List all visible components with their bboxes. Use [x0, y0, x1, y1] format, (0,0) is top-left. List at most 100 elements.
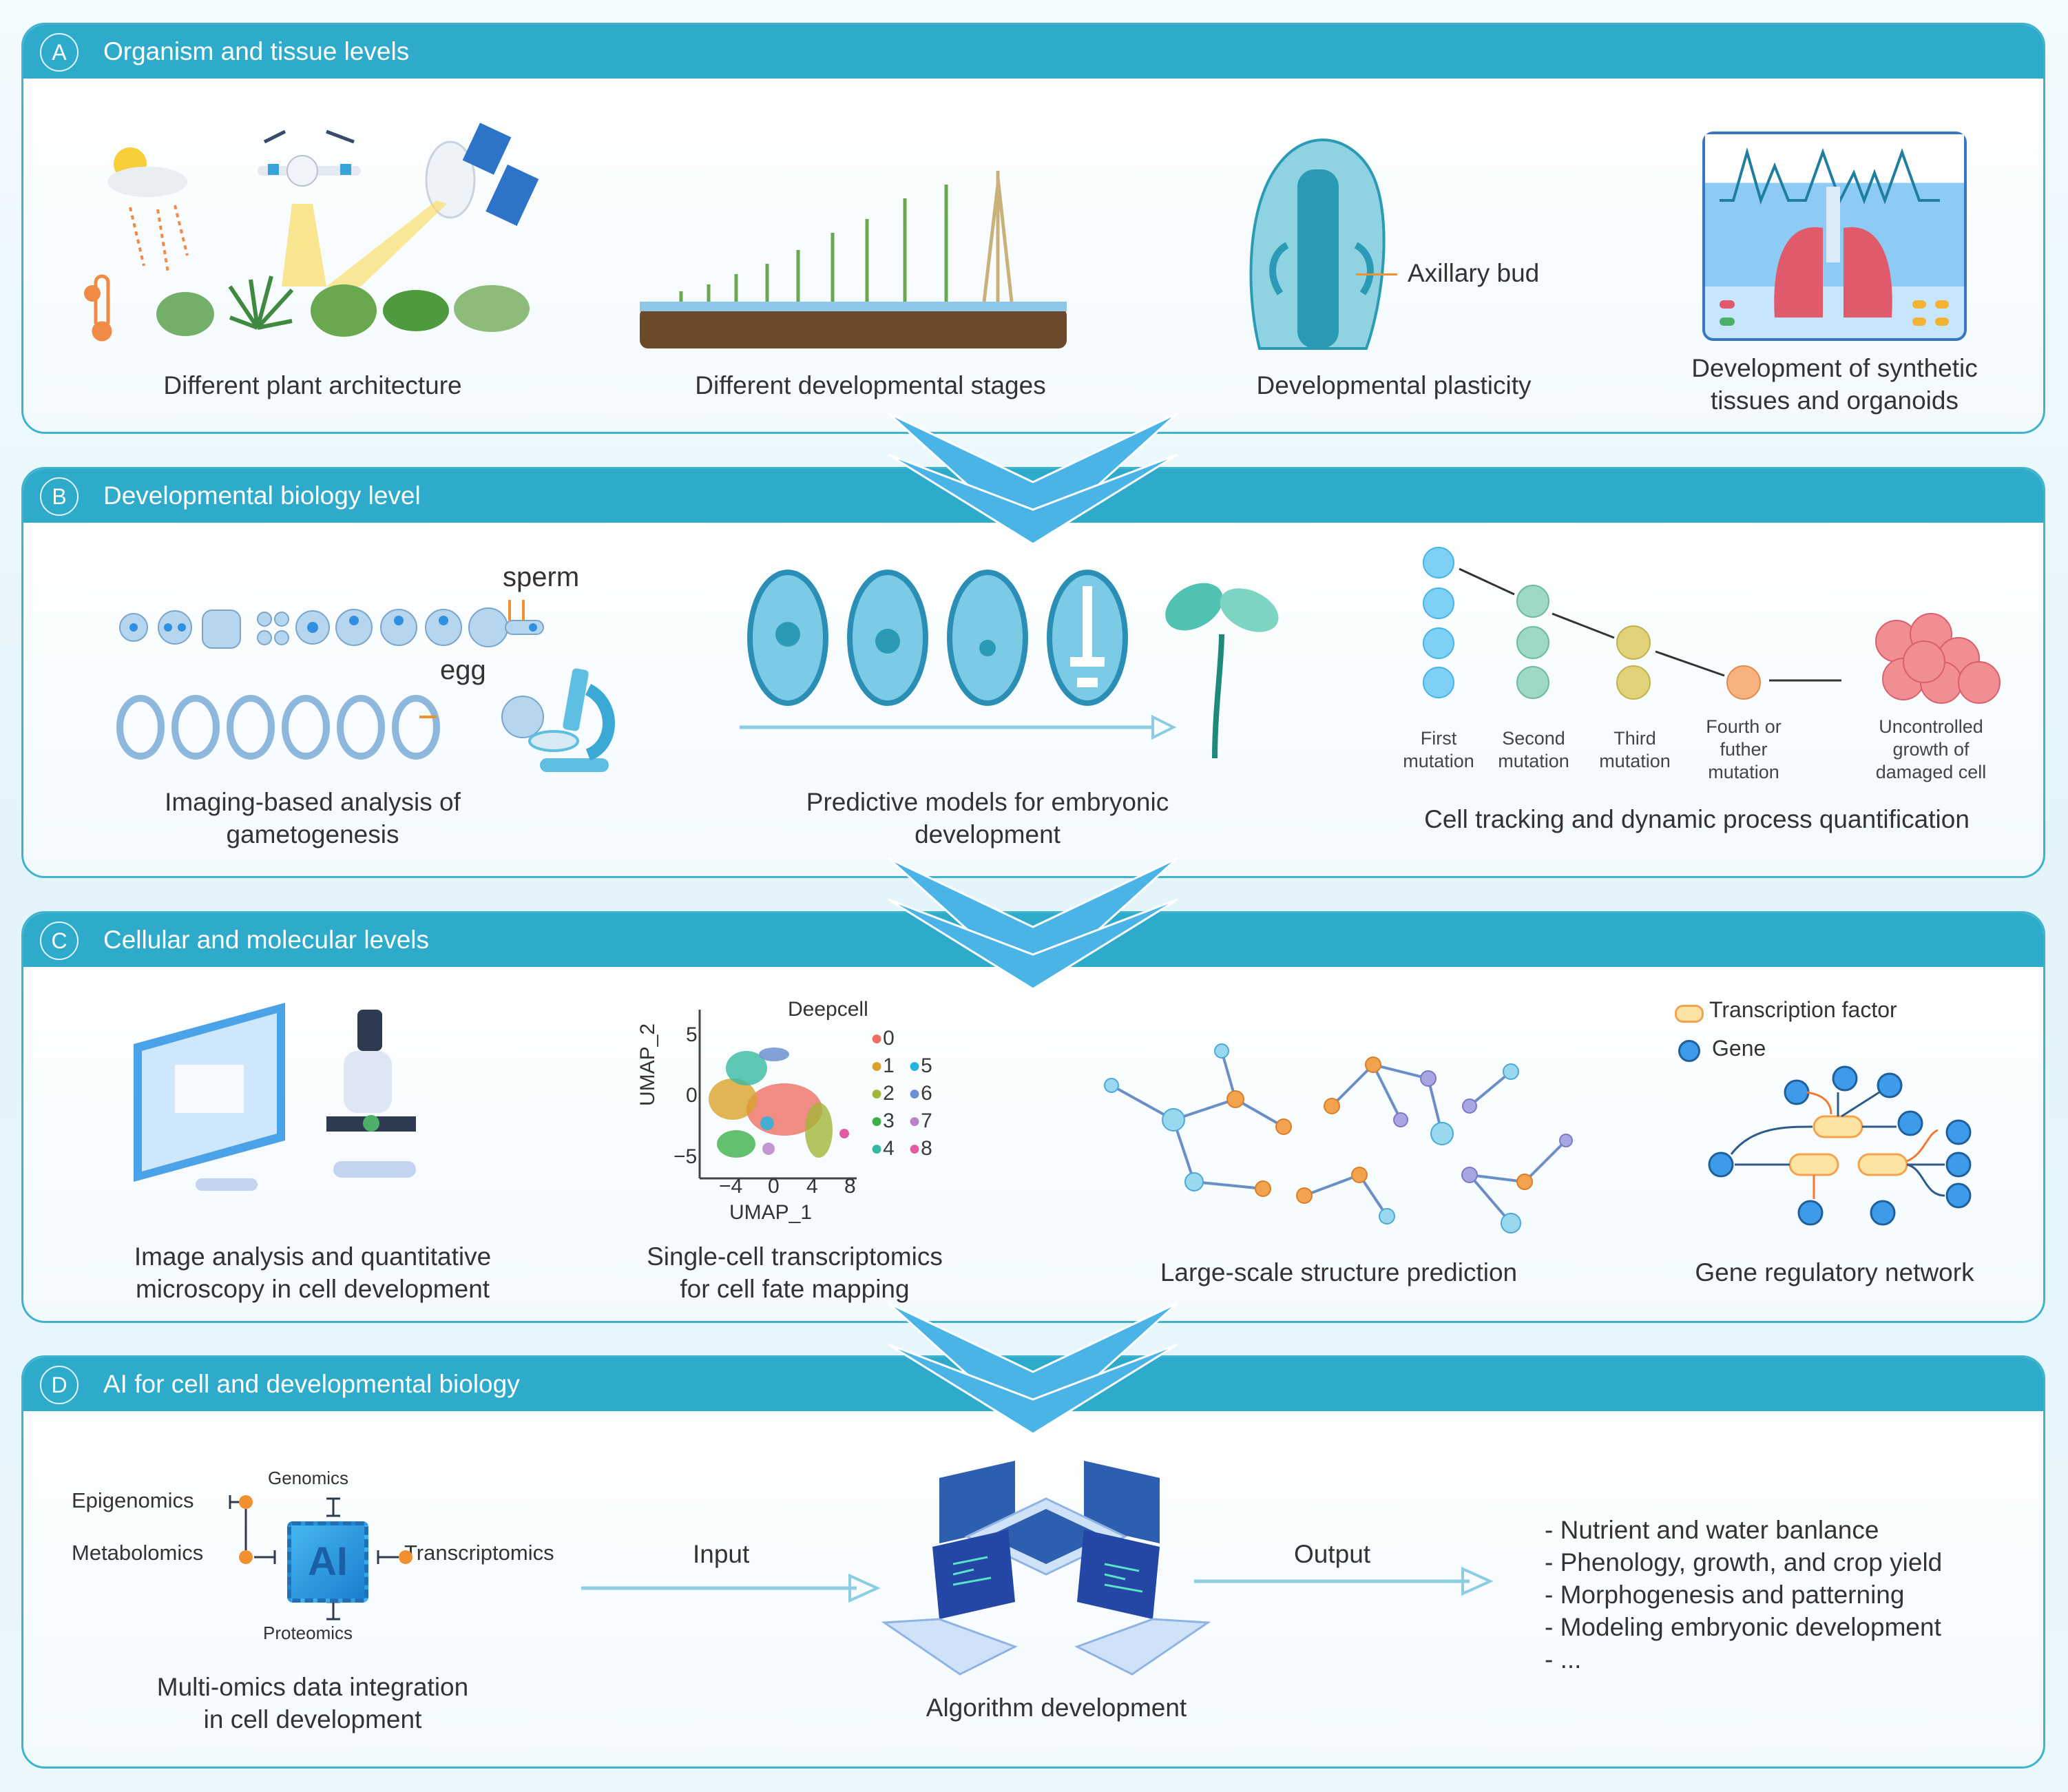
- legend-label: 0: [883, 1027, 895, 1050]
- output-item: - Morphogenesis and patterning: [1545, 1581, 1905, 1609]
- stage-label-line: growth of: [1892, 739, 1970, 760]
- stage-third-mutation: Third mutation: [1587, 727, 1683, 773]
- panel-badge: B: [40, 477, 79, 516]
- legend-label: 6: [921, 1082, 932, 1105]
- legend-label: 5: [921, 1054, 932, 1077]
- panel-title: Organism and tissue levels: [103, 37, 410, 65]
- x-tick-4: 4: [806, 1175, 818, 1198]
- caption-embryo-prediction: Predictive models for embryonic developm…: [753, 786, 1222, 851]
- caption-line-2: microscopy in cell development: [135, 1275, 490, 1303]
- caption-single-cell: Single-cell transcriptomics for cell fat…: [574, 1240, 1015, 1305]
- stage-label-line: First: [1420, 728, 1457, 749]
- caption-line-2: tissues and organoids: [1711, 386, 1959, 415]
- caption-image-analysis: Image analysis and quantitative microsco…: [79, 1240, 547, 1305]
- ai-chip-label: AI: [308, 1539, 348, 1584]
- x-tick-neg4: −4: [719, 1175, 743, 1198]
- developmental-plasticity-illustration: [1249, 138, 1386, 350]
- omics-connectors: [229, 1495, 412, 1621]
- caption-algorithm-development: Algorithm development: [926, 1694, 1187, 1722]
- proteomics-label: Proteomics: [263, 1623, 353, 1643]
- legend-item: ●8: [908, 1137, 932, 1160]
- caption-gene-regulatory-network: Gene regulatory network: [1695, 1258, 1974, 1286]
- plants-row-icon: [156, 275, 530, 337]
- transcriptomics-label: Transcriptomics: [404, 1541, 554, 1565]
- stage-fourth-mutation: Fourth or futher mutation: [1695, 716, 1792, 784]
- stage-second-mutation: Second mutation: [1485, 727, 1582, 773]
- legend-label: 2: [883, 1082, 895, 1105]
- caption-line-1: Single-cell transcriptomics: [647, 1242, 943, 1271]
- y-tick-neg5: −5: [673, 1145, 698, 1168]
- chart-title: Deepcell: [788, 998, 868, 1021]
- stage-label-line: mutation: [1403, 751, 1474, 771]
- output-item: - Nutrient and water banlance: [1545, 1516, 1879, 1544]
- legend-label: 4: [883, 1137, 895, 1160]
- legend-item: ●0: [870, 1027, 895, 1050]
- legend-gene-label: Gene: [1712, 1036, 1766, 1061]
- output-item: - ...: [1545, 1645, 1582, 1674]
- microscopy-workstation-illustration: [134, 1003, 416, 1191]
- legend-item: ●5: [908, 1054, 932, 1077]
- output-list: - Nutrient and water banlance - Phenolog…: [1545, 1514, 1942, 1676]
- microscope-icon: [528, 668, 615, 772]
- axillary-bud-label: Axillary bud: [1408, 259, 1540, 287]
- caption-multi-omics: Multi-omics data integration in cell dev…: [85, 1671, 540, 1736]
- caption-line-1: Imaging-based analysis of: [165, 788, 461, 816]
- input-arrow-icon: [581, 1573, 881, 1603]
- legend-item: ●4: [870, 1137, 895, 1160]
- legend-item: ●2: [870, 1082, 895, 1105]
- y-tick-0: 0: [686, 1084, 698, 1107]
- x-tick-8: 8: [844, 1175, 856, 1198]
- legend-item: ●1: [870, 1054, 895, 1077]
- umap-scatter-chart: [698, 1010, 857, 1180]
- stage-label-line: Uncontrolled: [1879, 716, 1983, 737]
- embryo-development-illustration: [740, 570, 1279, 759]
- legend-item: ●6: [908, 1082, 932, 1105]
- caption-gametogenesis: Imaging-based analysis of gametogenesis: [92, 786, 533, 851]
- developmental-stages-illustration: [640, 171, 1067, 348]
- ai-chip-icon: AI: [287, 1521, 368, 1603]
- seedling-icon: [1165, 583, 1279, 759]
- stage-label-line: mutation: [1599, 751, 1671, 771]
- caption-developmental-stages: Different developmental stages: [695, 371, 1046, 399]
- caption-developmental-plasticity: Developmental plasticity: [1256, 371, 1532, 399]
- sperm-label: sperm: [503, 562, 580, 592]
- chevron-down-icon: [887, 1302, 1179, 1436]
- drone-icon: [258, 129, 361, 286]
- chevron-down-icon: [887, 857, 1179, 991]
- caption-line-2: for cell fate mapping: [680, 1275, 910, 1303]
- output-arrow-icon: [1194, 1566, 1494, 1596]
- panel-title: AI for cell and developmental biology: [103, 1370, 520, 1398]
- input-label: Input: [693, 1540, 750, 1568]
- caption-line-1: Multi-omics data integration: [156, 1673, 469, 1701]
- legend-label: 8: [921, 1137, 932, 1160]
- stage-first-mutation: First mutation: [1390, 727, 1487, 773]
- output-item: - Phenology, growth, and crop yield: [1545, 1548, 1943, 1576]
- output-item: - Modeling embryonic development: [1545, 1613, 1941, 1641]
- panel-badge: C: [40, 921, 79, 960]
- chart-legend: ●0 ●1 ●2 ●3 ●4 ●5 ●6 ●7 ●8: [870, 1027, 960, 1165]
- caption-plant-architecture: Different plant architecture: [163, 371, 462, 399]
- chevron-down-icon: [887, 412, 1179, 546]
- algorithm-computers-illustration: [881, 1461, 1211, 1676]
- stage-label-line: damaged cell: [1875, 762, 1987, 782]
- microscope-icon: [326, 1010, 416, 1178]
- caption-line-2: gametogenesis: [226, 820, 399, 848]
- caption-line-2: in cell development: [203, 1705, 422, 1733]
- legend-label: 7: [921, 1109, 932, 1132]
- panel-organism-tissue: A Organism and tissue levels: [21, 23, 2045, 434]
- satellite-icon: [326, 123, 539, 286]
- stage-label-line: Third: [1613, 728, 1656, 749]
- gametogenesis-illustration: [116, 600, 615, 772]
- y-axis-label: UMAP_2: [636, 1023, 659, 1106]
- stage-label-line: futher: [1720, 739, 1768, 760]
- egg-label: egg: [440, 655, 486, 685]
- epigenomics-label: Epigenomics: [72, 1488, 194, 1512]
- caption-structure-prediction: Large-scale structure prediction: [1160, 1258, 1518, 1286]
- organoid-chip-illustration: [1702, 132, 1967, 341]
- y-tick-5: 5: [686, 1023, 698, 1046]
- panel-title: Developmental biology level: [103, 481, 421, 510]
- cell-tracking-illustration: [1423, 547, 2001, 704]
- caption-line-1: Development of synthetic: [1691, 354, 1978, 382]
- output-label: Output: [1294, 1540, 1371, 1568]
- legend-gene-swatch: [1678, 1040, 1700, 1062]
